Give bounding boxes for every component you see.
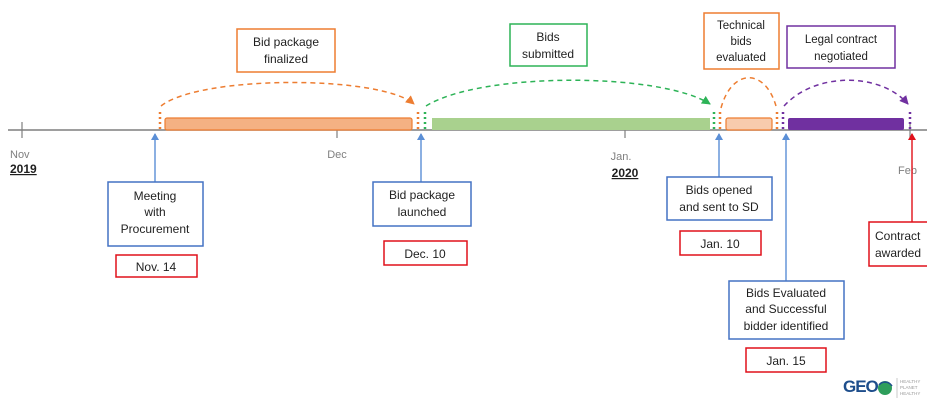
arc-legal-contract-negotiated (783, 79, 909, 107)
geo-logo-globe-icon (878, 381, 892, 395)
phase-box-bid-package-finalized (236, 28, 336, 73)
tick-label-jan: Jan. (611, 151, 632, 163)
phase-box-technical-bids-evaluated (703, 12, 780, 70)
phase-box-bids-submitted (509, 23, 588, 67)
phase-boundary-markers (158, 112, 912, 132)
arc-technical-bids-evaluated (720, 77, 777, 109)
milestone-label-meeting-line2: with (143, 205, 165, 219)
milestone-label-evaluated-line3: bidder identified (744, 319, 829, 333)
phase-label-bid-package-finalized-line1: Bid package (253, 35, 319, 49)
date-box-nov-14 (115, 254, 198, 278)
date-label-dec-10: Dec. 10 (404, 247, 446, 261)
phase-bar-bids-submitted (432, 118, 710, 130)
geo-logo-swirl-icon (878, 381, 893, 387)
milestone-box-bids-evaluated (728, 280, 845, 340)
phase-label-technical-line2: bids (730, 36, 751, 48)
phase-bar-bid-package-finalized (164, 117, 413, 131)
phase-label-legal-line2: negotiated (814, 51, 868, 63)
tick-label-nov: Nov (10, 149, 30, 161)
geo-logo: GEO HEALTHY PLANET HEALTHY (843, 377, 920, 398)
tick-year-2020: 2020 (612, 166, 639, 180)
phase-box-legal-contract-negotiated (786, 25, 896, 69)
milestone-label-meeting-line1: Meeting (134, 189, 177, 203)
geo-logo-tagline-3: HEALTHY (900, 391, 920, 396)
milestone-label-contract-line2: awarded (875, 246, 921, 260)
phase-label-technical-line1: Technical (717, 20, 765, 32)
phase-label-bids-submitted-line2: submitted (522, 47, 574, 61)
date-box-jan-15 (745, 347, 827, 373)
date-label-jan-10: Jan. 10 (700, 237, 740, 251)
milestone-label-launched-line1: Bid package (389, 188, 455, 202)
milestone-label-meeting-line3: Procurement (121, 222, 190, 236)
phase-label-technical-line3: evaluated (716, 52, 766, 64)
milestone-label-evaluated-line1: Bids Evaluated (746, 286, 826, 300)
milestone-label-contract-line1: Contract (875, 229, 921, 243)
date-box-dec-10 (383, 240, 468, 266)
milestone-box-meeting-with-procurement (107, 181, 204, 247)
phase-label-bid-package-finalized-line2: finalized (264, 52, 308, 66)
phase-label-legal-line1: Legal contract (805, 34, 878, 46)
geo-logo-text: GEO (843, 377, 879, 396)
milestone-box-bids-opened (666, 176, 773, 221)
tick-label-feb: Feb (898, 165, 917, 177)
date-box-jan-10 (679, 230, 762, 256)
milestone-box-contract-awarded (868, 221, 927, 267)
tick-label-dec: Dec (327, 149, 347, 161)
phase-bar-legal-contract-negotiated (788, 118, 904, 130)
phase-label-bids-submitted-line1: Bids (536, 30, 559, 44)
arc-bid-package-finalized (160, 81, 415, 107)
date-label-nov-14: Nov. 14 (136, 260, 177, 274)
milestone-label-opened-line2: and sent to SD (679, 200, 759, 214)
geo-logo-tagline-1: HEALTHY (900, 379, 920, 384)
tick-year-2019: 2019 (10, 162, 37, 176)
milestone-label-launched-line2: launched (398, 205, 447, 219)
date-label-jan-15: Jan. 15 (766, 354, 806, 368)
milestone-label-evaluated-line2: and Successful (745, 302, 826, 316)
milestone-label-opened-line1: Bids opened (686, 183, 753, 197)
phase-bar-technical-bids-evaluated (725, 117, 773, 131)
milestone-box-bid-package-launched (372, 181, 472, 227)
arc-bids-submitted (425, 79, 711, 107)
geo-logo-tagline-2: PLANET (900, 385, 918, 390)
